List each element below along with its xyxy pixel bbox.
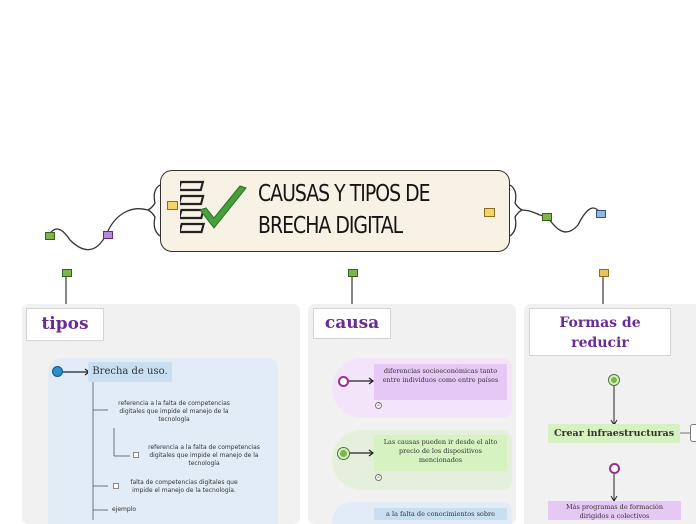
checklist-icon <box>180 180 247 234</box>
causa-arrow <box>347 377 374 385</box>
connector-icon <box>596 210 606 218</box>
central-title: CAUSAS Y TIPOS DE BRECHA DIGITAL <box>258 181 431 239</box>
count-badge: 2 <box>375 474 382 481</box>
collapsed-node-icon <box>690 424 696 442</box>
connector-icon <box>599 269 609 277</box>
checkbox-icon <box>113 483 119 489</box>
causa-marker <box>338 448 349 459</box>
connector-icon <box>542 213 552 221</box>
count-badge: 2 <box>375 402 382 409</box>
note-icon <box>167 201 178 210</box>
causa-arrow <box>347 449 374 457</box>
central-topic[interactable] <box>160 170 510 252</box>
formas-title[interactable]: Formas de reducir <box>529 308 671 356</box>
connector-icon <box>348 269 358 277</box>
crear-infraestructuras-node[interactable]: Crear infraestructuras <box>548 424 680 443</box>
tipos-title[interactable]: tipos <box>26 308 104 341</box>
causa-item[interactable]: diferencias socioeconómicas tanto entre … <box>374 364 507 400</box>
connector-icon <box>45 232 55 240</box>
checkbox-icon <box>133 452 139 458</box>
causa-marker <box>338 376 349 387</box>
formas-marker <box>609 375 619 385</box>
brecha-de-uso-node[interactable]: Brecha de uso. <box>88 362 172 382</box>
connector-icon <box>103 231 113 239</box>
note-icon <box>484 208 495 217</box>
formas-marker <box>609 463 620 474</box>
connector-icon <box>62 269 72 277</box>
tipos-sub-item[interactable]: referencia a la falta de competencias di… <box>118 400 230 423</box>
causa-item[interactable]: Las causas pueden ir desde el alto preci… <box>374 435 507 471</box>
tipos-marker <box>52 366 63 377</box>
formacion-node[interactable]: Más programas de formación dirigidos a c… <box>548 501 681 520</box>
tipos-sub-item[interactable]: falta de competencias digitales que impi… <box>130 479 238 494</box>
tipos-group-bg <box>48 358 278 524</box>
tipos-sub-item[interactable]: ejemplo <box>111 506 137 513</box>
tipos-sub-item[interactable]: referencia a la falta de competencias di… <box>148 444 260 467</box>
causa-item[interactable]: a la falta de conocimientos sobre <box>374 508 507 520</box>
causa-title[interactable]: causa <box>313 308 391 339</box>
